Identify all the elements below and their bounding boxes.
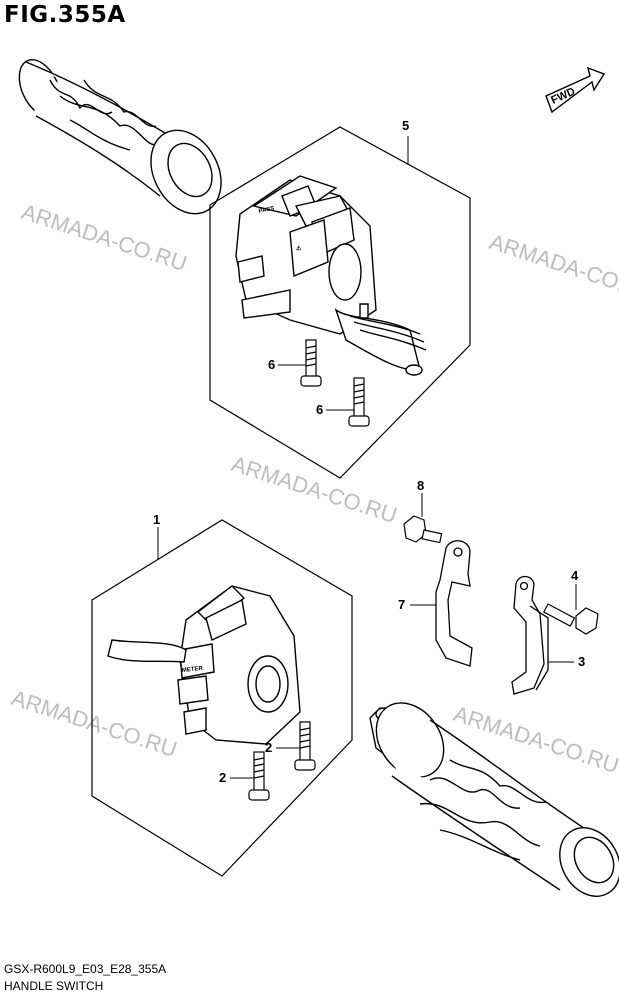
callout-6a: 6 [268,357,275,372]
assembly-5-outline [209,126,471,479]
left-grip [18,59,222,215]
watermark: ARMADA-CO.RU [18,199,190,276]
bracket-7 [435,540,473,667]
figure-subtitle: HANDLE SWITCH [4,979,104,993]
pass-label: PASS [258,206,275,215]
figure-code: GSX-R600L9_E03_E28_355A [4,962,167,976]
bracket-3 [511,575,549,695]
watermark: ARMADA-CO.RU [8,685,180,762]
right-grip [369,702,619,897]
callout-3: 3 [578,654,585,669]
hazard-icon: ⚠ [296,245,302,252]
callout-4: 4 [571,568,579,583]
watermark: ARMADA-CO.RU [450,701,619,778]
screw-6-lower [348,377,370,427]
right-handle-switch [107,585,301,745]
meter-label: METER [182,666,204,674]
callout-1: 1 [153,512,160,527]
callout-5: 5 [402,118,409,133]
screw-2-left [248,751,270,801]
left-handle-switch [235,175,427,376]
assembly-1-outline [91,519,353,877]
callout-2b: 2 [219,770,226,785]
callout-7: 7 [398,597,405,612]
screw-6-upper [300,339,322,387]
callout-2a: 2 [265,740,272,755]
callout-6b: 6 [316,402,323,417]
bolt-8 [403,515,443,544]
fwd-arrow-icon: FWD [545,66,606,114]
screw-2-right [294,721,316,771]
watermark: ARMADA-CO.RU [486,229,619,306]
figure-title: FIG.355A [4,2,126,28]
bolt-4 [542,603,599,635]
callout-8: 8 [417,478,424,493]
